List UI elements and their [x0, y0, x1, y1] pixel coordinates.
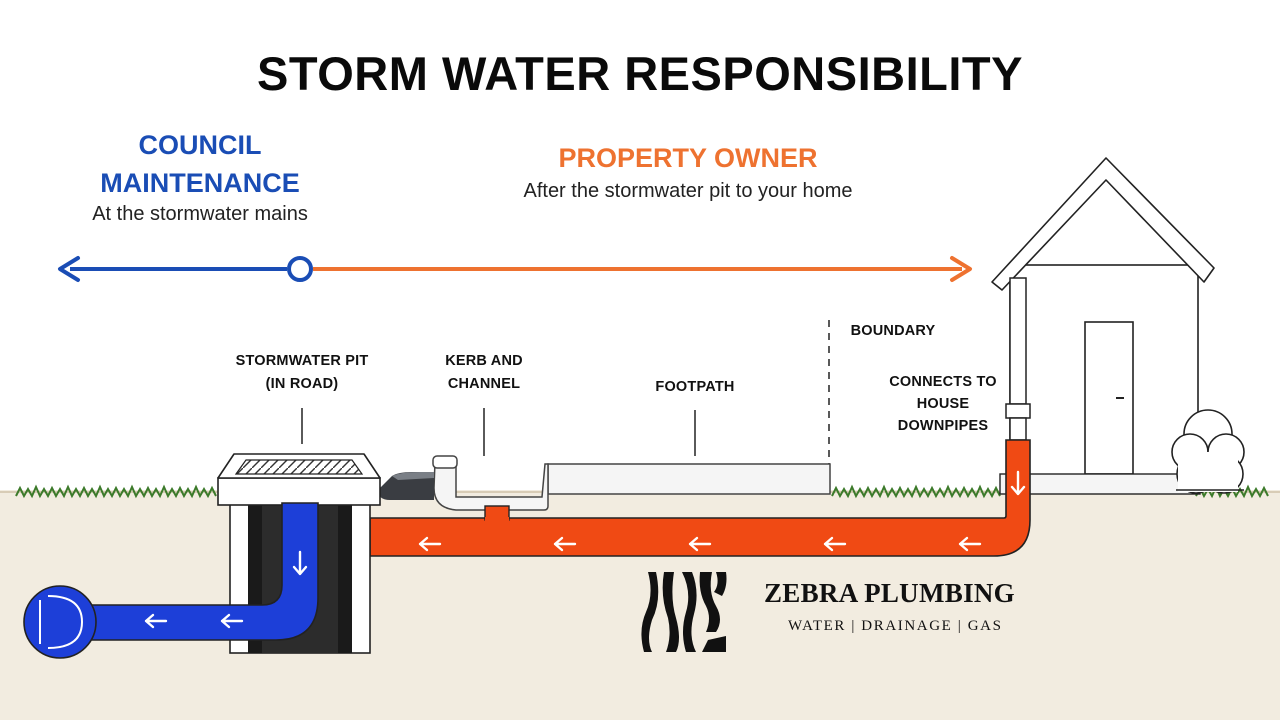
label-downpipes-line2: HOUSE: [916, 396, 970, 412]
council-subtitle: At the stormwater mains: [92, 203, 308, 225]
label-kerb-line2: CHANNEL: [447, 376, 521, 392]
down-arrow-icon: [292, 550, 308, 576]
council-main-pipe: [23, 502, 319, 659]
brand-tagline: WATER | DRAINAGE | GAS: [788, 618, 1003, 634]
council-arrow: [58, 256, 287, 282]
owner-arrow: [313, 256, 972, 282]
label-stormwater-pit-line2: (IN ROAD): [265, 376, 339, 392]
label-downpipes-line1: CONNECTS TO: [889, 374, 997, 390]
council-heading-line2: MAINTENANCE: [100, 168, 300, 198]
shrub: [1171, 409, 1245, 494]
property-owner-subtitle: After the stormwater pit to your home: [523, 180, 853, 202]
label-downpipes-line3: DOWNPIPES: [897, 418, 989, 434]
brand-name: ZEBRA PLUMBING: [764, 578, 1015, 608]
label-stormwater-pit-line1: STORMWATER PIT: [235, 353, 369, 369]
down-arrow-icon: [1010, 470, 1026, 496]
zebra-stripes-logo: [641, 572, 727, 652]
responsibility-split-marker: [287, 256, 313, 282]
private-pipe: [369, 439, 1031, 557]
label-footpath: FOOTPATH: [655, 379, 735, 395]
page-title: STORM WATER RESPONSIBILITY: [257, 47, 1023, 100]
house: [991, 157, 1215, 495]
footpath-slab: [547, 463, 831, 495]
house-door: [1084, 321, 1134, 475]
left-arrow-icon: [144, 613, 244, 629]
council-heading-line1: COUNCIL: [138, 130, 262, 160]
leader-lines: [301, 320, 830, 470]
kerb-and-channel: [378, 455, 549, 511]
property-owner-heading: PROPERTY OWNER: [558, 143, 818, 173]
label-boundary: BOUNDARY: [850, 323, 936, 339]
left-arrow-icon: [418, 536, 982, 552]
label-kerb-line1: KERB AND: [445, 353, 523, 369]
